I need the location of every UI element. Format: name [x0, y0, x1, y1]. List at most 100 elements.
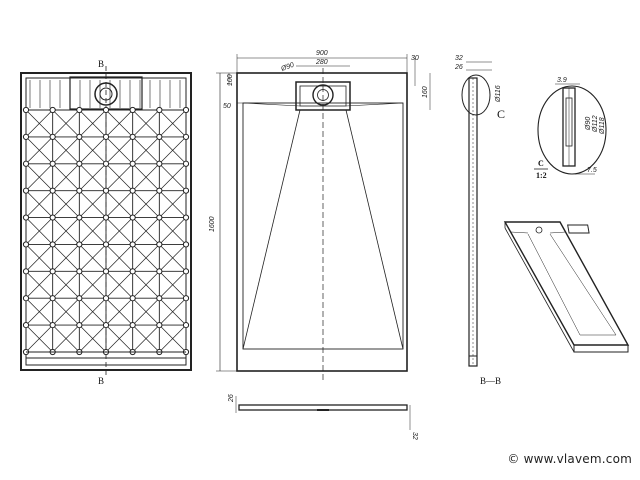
- rib-node: [129, 241, 136, 248]
- rib-line: [132, 297, 160, 326]
- rib-line: [159, 324, 187, 353]
- rib-line: [79, 190, 107, 218]
- rib-node: [49, 322, 56, 329]
- rib-node: [102, 295, 110, 302]
- rib-line: [79, 136, 107, 165]
- rib-node: [182, 160, 190, 167]
- rib-node: [102, 187, 110, 194]
- detail-scale: 1:2: [536, 171, 547, 180]
- rib-line: [105, 244, 133, 272]
- rib-node: [49, 214, 56, 221]
- rib-grid: [22, 80, 190, 356]
- rib-line: [105, 190, 133, 218]
- dim-detail-d2: Ø112: [592, 115, 599, 133]
- rib-node: [102, 322, 110, 329]
- rib-line: [105, 297, 133, 326]
- rib-node: [129, 322, 136, 329]
- rib-line: [132, 109, 160, 138]
- rib-line: [52, 324, 80, 353]
- rib-node: [102, 160, 110, 167]
- section-marker-bottom: B: [98, 376, 104, 386]
- dim-thickness-b: 32: [411, 432, 418, 440]
- rib-node: [76, 106, 83, 114]
- rib-line: [159, 190, 187, 218]
- rib-node: [156, 106, 163, 114]
- rib-node: [22, 133, 30, 140]
- rib-node: [76, 241, 83, 248]
- rib-node: [22, 214, 30, 221]
- dim-detail-d3: Ø118: [599, 117, 606, 135]
- rib-line: [79, 324, 107, 353]
- dim-detail-bottom: 7.5: [587, 167, 597, 174]
- rib-line: [52, 109, 80, 138]
- rib-node: [182, 241, 190, 248]
- rib-line: [132, 324, 160, 353]
- rib-node: [182, 133, 190, 140]
- rib-node: [182, 268, 190, 275]
- rib-node: [102, 106, 110, 114]
- rib-line: [79, 163, 107, 191]
- dim-width: 900: [316, 50, 328, 57]
- rib-node: [156, 187, 163, 194]
- dim-detail-top: 3.9: [557, 77, 567, 84]
- section-caption: B—B: [480, 376, 501, 386]
- rib-line: [25, 244, 53, 272]
- rib-node: [129, 106, 136, 114]
- rib-line: [79, 271, 107, 299]
- rib-node: [156, 322, 163, 329]
- rib-node: [49, 133, 56, 140]
- rib-line: [79, 244, 107, 272]
- rib-line: [25, 136, 53, 165]
- rib-node: [76, 133, 83, 140]
- side-profile-view: [235, 396, 411, 430]
- dim-drain-width: 280: [315, 59, 328, 66]
- rib-node: [49, 241, 56, 248]
- rib-node: [76, 268, 83, 275]
- section-marker-top: B: [98, 59, 104, 69]
- dim-side-a: 100: [227, 74, 234, 86]
- rib-line: [52, 136, 80, 165]
- rib-node: [49, 160, 56, 167]
- rib-node: [49, 268, 56, 275]
- rib-line: [52, 190, 80, 218]
- dim-thickness-a: 26: [228, 394, 235, 403]
- rib-line: [159, 244, 187, 272]
- dim-top-right: 30: [411, 55, 419, 62]
- rib-node: [102, 214, 110, 221]
- rib-node: [22, 322, 30, 329]
- front-view: [216, 54, 431, 380]
- detail-marker-c: C: [497, 107, 505, 121]
- detail-c-view: [537, 83, 607, 175]
- rib-node: [76, 295, 83, 302]
- rib-line: [159, 163, 187, 191]
- rib-line: [105, 271, 133, 299]
- rib-node: [49, 187, 56, 194]
- rib-node: [182, 295, 190, 302]
- underside-plan-view: [20, 66, 192, 378]
- rib-line: [25, 297, 53, 326]
- rib-line: [79, 217, 107, 245]
- rib-line: [105, 163, 133, 191]
- rib-line: [25, 324, 53, 353]
- rib-line: [132, 271, 160, 299]
- dim-inner-offset: 50: [223, 103, 231, 110]
- rib-node: [76, 214, 83, 221]
- dim-section-diameter: Ø116: [495, 85, 502, 103]
- rib-node: [156, 133, 163, 140]
- detail-label: C: [538, 159, 544, 168]
- rib-node: [22, 268, 30, 275]
- dim-side-b: 160: [422, 86, 429, 98]
- rib-node: [182, 322, 190, 329]
- rib-node: [49, 106, 56, 114]
- rib-line: [79, 297, 107, 326]
- rib-line: [132, 217, 160, 245]
- dim-length: 1600: [209, 216, 216, 232]
- rib-node: [76, 187, 83, 194]
- rib-line: [132, 244, 160, 272]
- rib-line: [25, 271, 53, 299]
- rib-line: [159, 217, 187, 245]
- rib-line: [159, 109, 187, 138]
- rib-line: [52, 271, 80, 299]
- rib-line: [25, 109, 53, 138]
